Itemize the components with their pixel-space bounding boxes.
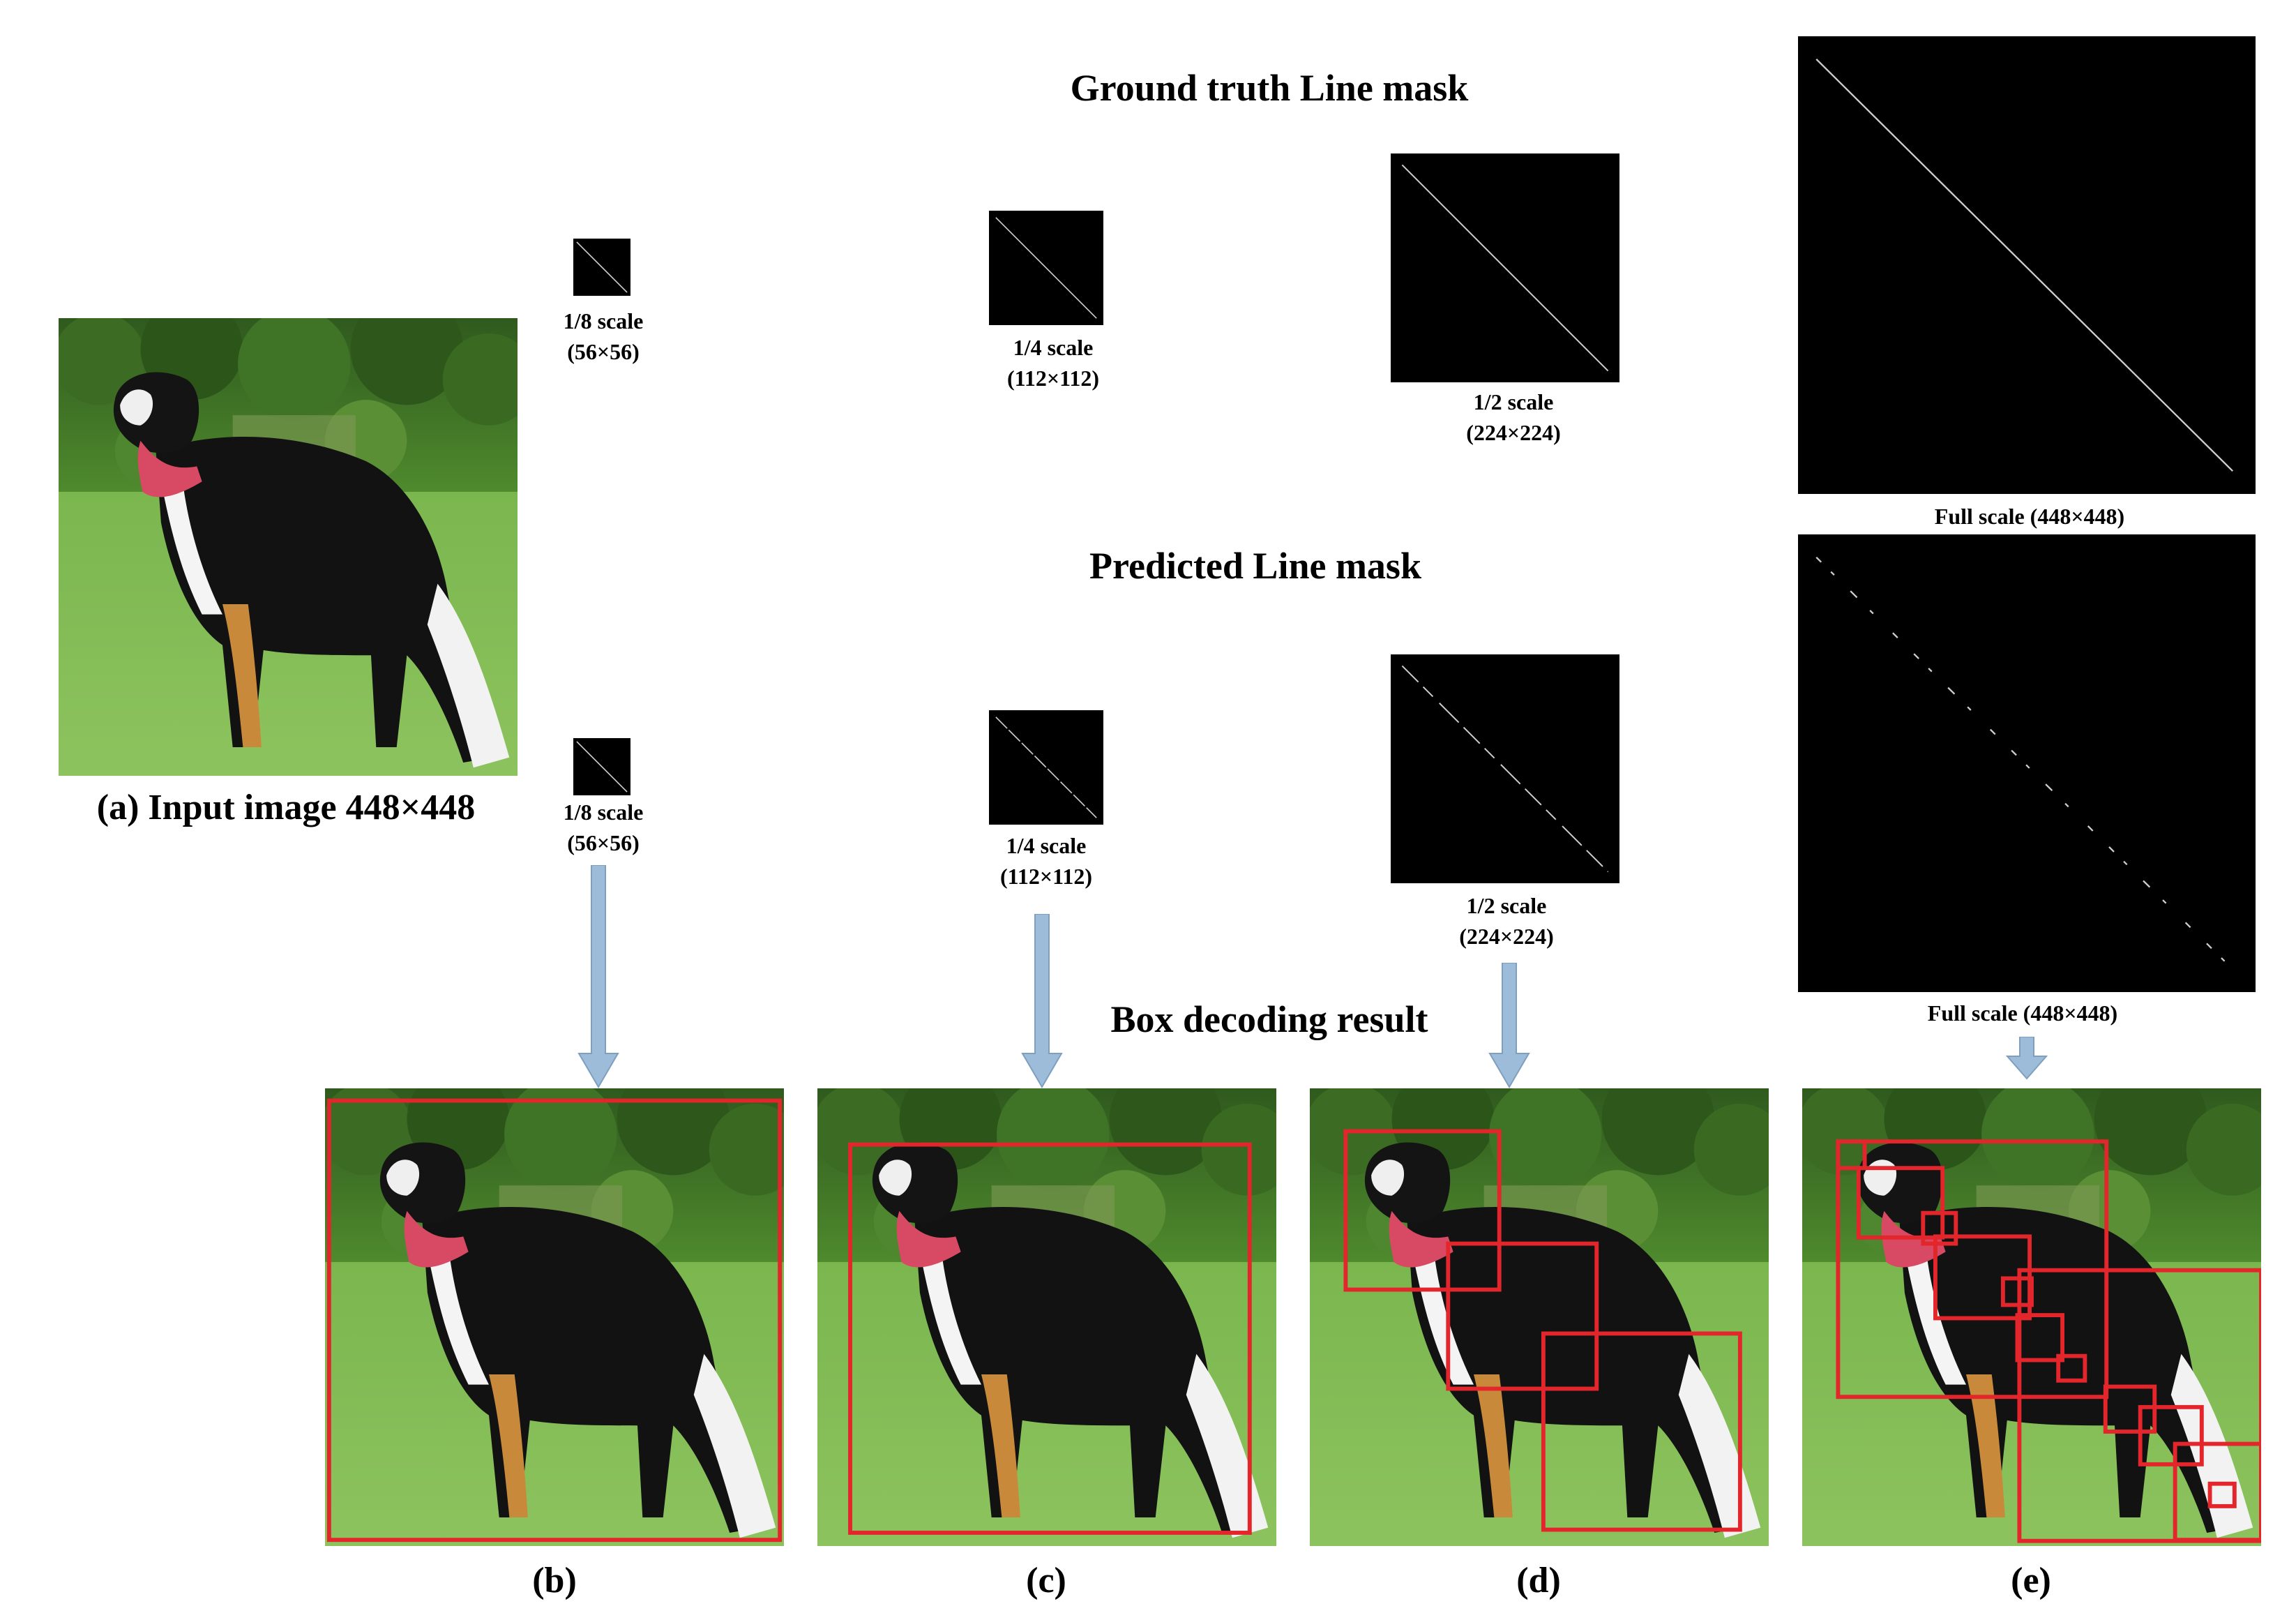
boxes-d bbox=[1343, 1129, 1742, 1532]
box bbox=[2138, 1404, 2204, 1466]
box bbox=[1836, 1139, 1867, 1171]
gt-mask-1-8 bbox=[573, 239, 630, 296]
pred-label-1-4-name: 1/4 scale bbox=[1006, 833, 1087, 858]
pred-mask-full-line bbox=[1815, 556, 2234, 970]
gt-label-1-8-size: (56×56) bbox=[567, 339, 640, 364]
pred-label-1-2: 1/2 scale (224×224) bbox=[1423, 890, 1590, 952]
panel-label-e: (e) bbox=[2011, 1561, 2051, 1600]
input-image bbox=[59, 318, 518, 776]
box bbox=[326, 1098, 783, 1543]
boxes-c bbox=[848, 1142, 1252, 1535]
box bbox=[1921, 1210, 1958, 1246]
result-image-c bbox=[817, 1088, 1276, 1546]
arrow-to-d bbox=[1488, 963, 1530, 1088]
pred-mask-1-2-line bbox=[1401, 665, 1609, 873]
panel-label-d: (d) bbox=[1516, 1561, 1561, 1600]
boxes-b bbox=[326, 1098, 783, 1543]
pred-label-1-4-size: (112×112) bbox=[999, 864, 1092, 889]
gt-label-1-4: 1/4 scale (112×112) bbox=[976, 332, 1130, 393]
result-image-e bbox=[1802, 1088, 2261, 1546]
gt-label-1-8-name: 1/8 scale bbox=[563, 308, 644, 333]
arrow-to-c bbox=[1021, 914, 1063, 1088]
box bbox=[1541, 1331, 1742, 1532]
pred-label-1-8-name: 1/8 scale bbox=[563, 800, 644, 825]
box bbox=[1446, 1241, 1599, 1391]
pred-mask-1-4-line bbox=[995, 717, 1097, 818]
result-image-d bbox=[1310, 1088, 1769, 1546]
box bbox=[1343, 1129, 1502, 1292]
gt-label-1-8: 1/8 scale (56×56) bbox=[537, 306, 670, 367]
gt-label-1-2: 1/2 scale (224×224) bbox=[1430, 387, 1597, 448]
pred-mask-1-8-line bbox=[576, 741, 628, 793]
pred-label-1-4: 1/4 scale (112×112) bbox=[969, 830, 1123, 892]
box bbox=[2103, 1384, 2157, 1434]
result-image-b bbox=[325, 1088, 784, 1546]
ground-truth-heading: Ground truth Line mask bbox=[1070, 67, 1469, 109]
gt-mask-1-4-line bbox=[995, 217, 1097, 319]
gt-mask-1-4 bbox=[989, 211, 1103, 325]
predicted-heading: Predicted Line mask bbox=[1089, 545, 1421, 587]
gt-mask-full-line bbox=[1815, 58, 2234, 472]
gt-label-1-4-name: 1/4 scale bbox=[1013, 335, 1094, 360]
pred-label-1-8-size: (56×56) bbox=[567, 830, 640, 855]
gt-label-1-2-name: 1/2 scale bbox=[1473, 389, 1554, 414]
arrow-to-b bbox=[577, 865, 619, 1088]
box bbox=[1856, 1166, 1945, 1240]
box bbox=[2017, 1268, 2261, 1543]
panel-label-c: (c) bbox=[1026, 1561, 1066, 1600]
gt-label-1-4-size: (112×112) bbox=[1006, 366, 1099, 391]
pred-mask-1-2 bbox=[1391, 654, 1619, 883]
gt-mask-1-2 bbox=[1391, 153, 1619, 382]
gt-label-1-2-size: (224×224) bbox=[1466, 420, 1561, 445]
gt-mask-full bbox=[1798, 36, 2256, 494]
pred-label-1-2-size: (224×224) bbox=[1459, 924, 1554, 949]
pred-mask-1-4 bbox=[989, 710, 1103, 825]
gt-mask-1-2-line bbox=[1401, 164, 1609, 372]
box bbox=[2056, 1353, 2087, 1383]
pred-label-1-2-name: 1/2 scale bbox=[1466, 893, 1547, 918]
panel-label-b: (b) bbox=[532, 1561, 577, 1600]
box-decoding-heading: Box decoding result bbox=[1110, 998, 1428, 1040]
gt-label-full: Full scale (448×448) bbox=[1934, 504, 2125, 529]
gt-mask-1-8-line bbox=[576, 241, 628, 293]
box bbox=[2207, 1481, 2237, 1508]
pred-mask-full bbox=[1798, 534, 2256, 992]
arrow-to-e bbox=[2006, 1037, 2048, 1080]
input-image-caption: (a) Input image 448×448 bbox=[96, 788, 476, 827]
box bbox=[2173, 1441, 2261, 1543]
pred-label-1-8: 1/8 scale (56×56) bbox=[537, 797, 670, 858]
box bbox=[848, 1142, 1252, 1535]
box bbox=[2015, 1313, 2064, 1363]
boxes-e bbox=[1836, 1139, 2261, 1543]
pred-label-full: Full scale (448×448) bbox=[1927, 1000, 2118, 1026]
pred-mask-1-8 bbox=[573, 738, 630, 795]
